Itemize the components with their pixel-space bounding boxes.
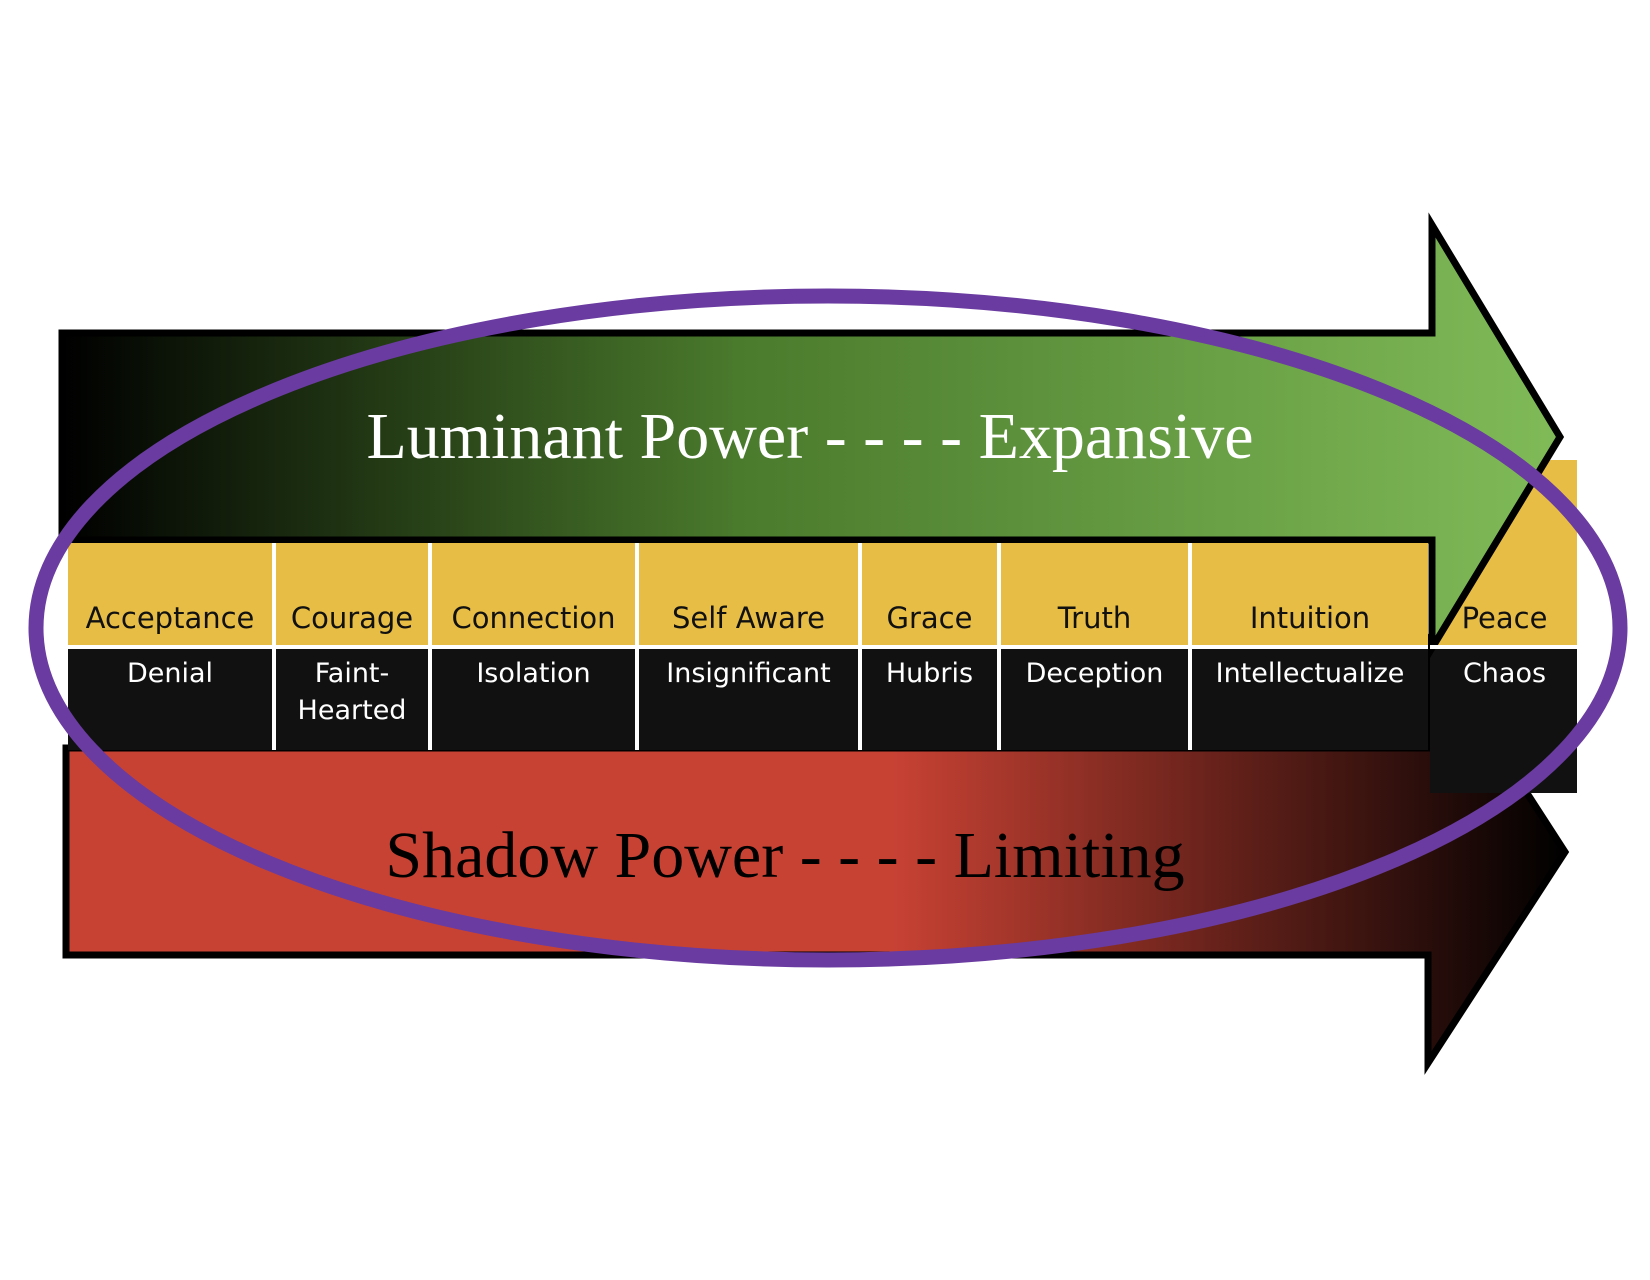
negative-label: Chaos [1463, 658, 1546, 689]
negative-label: Hearted [298, 695, 407, 726]
cell-dividers [68, 543, 1428, 750]
luminant-title: Luminant Power - - - - Expansive [366, 400, 1253, 473]
positive-cell [432, 543, 635, 645]
negative-label: Isolation [476, 658, 590, 689]
positive-label: Grace [887, 601, 973, 635]
negative-label: Hubris [886, 658, 973, 689]
positive-label: Connection [451, 601, 615, 635]
positive-cell [862, 543, 997, 645]
luminant-arrow [58, 212, 1565, 661]
negative-label: Intellectualize [1216, 658, 1405, 689]
positive-label: Intuition [1250, 601, 1370, 635]
positive-label: Courage [291, 601, 413, 635]
positive-cell [1001, 543, 1188, 645]
positive-label: Acceptance [86, 601, 255, 635]
shadow-title: Shadow Power - - - - Limiting [385, 819, 1184, 892]
positive-cell [639, 543, 858, 645]
positive-label: Self Aware [672, 601, 825, 635]
negative-cell [276, 649, 428, 750]
negative-label: Denial [127, 658, 213, 689]
positive-label: Peace [1462, 601, 1548, 635]
negative-label: Insignificant [666, 658, 831, 689]
positive-cell [1192, 543, 1428, 645]
positive-cell [68, 543, 272, 645]
negative-cell [639, 649, 858, 750]
negative-label: Faint- [315, 658, 390, 689]
negative-cell [1001, 649, 1188, 750]
negative-cell [68, 649, 272, 750]
purple-ellipse [28, 288, 1628, 968]
negative-cell [862, 649, 997, 750]
negative-cell [432, 649, 635, 750]
positive-cell [276, 543, 428, 645]
negative-cell [1192, 649, 1428, 750]
negative-label: Deception [1026, 658, 1164, 689]
positive-label: Truth [1057, 601, 1132, 635]
